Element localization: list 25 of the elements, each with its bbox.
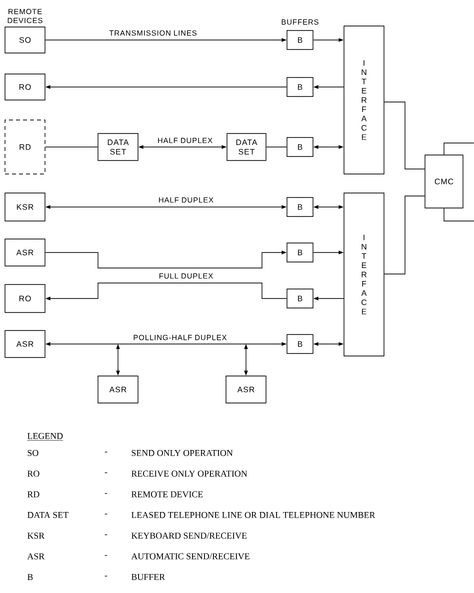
legend-definition: AUTOMATIC SEND/RECEIVE <box>131 553 250 560</box>
legend-definition: LEASED TELEPHONE LINE OR DIAL TELEPHONE NUMBER <box>131 512 376 518</box>
legend-definition: BUFFER <box>131 574 166 580</box>
legend-heading: LEGEND <box>27 433 64 441</box>
legend-key: KSR <box>27 532 45 539</box>
connector-line <box>444 208 474 222</box>
legend-key: ASR <box>27 553 45 560</box>
connector-line <box>45 146 98 148</box>
connector-line <box>384 196 425 274</box>
legend-dash: - <box>104 555 108 556</box>
connector-line <box>266 146 287 148</box>
legend-definition: KEYBOARD SEND/RECEIVE <box>131 532 247 539</box>
legend-definition: REMOTE DEVICE <box>131 491 203 498</box>
legend-key: B <box>27 574 33 580</box>
legend-key: SO <box>28 450 38 456</box>
legend-definition: SEND ONLY OPERATION <box>132 450 233 456</box>
legend-dash: - <box>104 472 108 474</box>
legend-key: DATA SET <box>27 512 68 518</box>
legend-dash: - <box>104 534 108 536</box>
connector-line <box>444 142 474 155</box>
legend-key: RO <box>27 470 40 477</box>
legend-definition: RECEIVE ONLY OPERATION <box>131 470 248 477</box>
legend-key: RD <box>27 491 40 498</box>
legend-dash: - <box>104 493 108 494</box>
connector-line <box>384 102 425 170</box>
